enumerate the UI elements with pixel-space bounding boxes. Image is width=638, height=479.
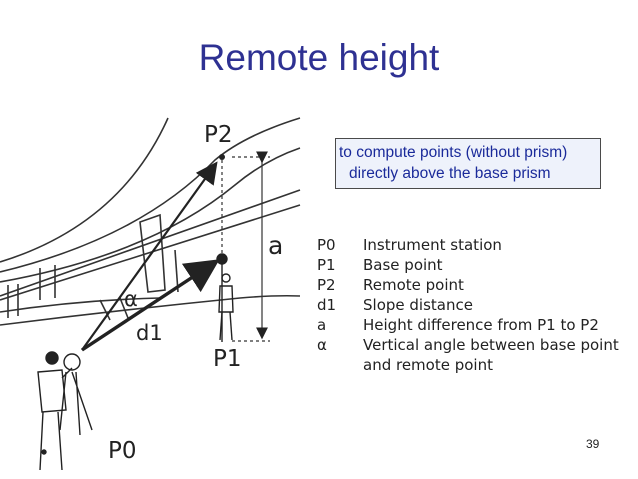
page-number: 39 — [586, 437, 600, 451]
label-a: a — [268, 231, 283, 260]
line-to-p1 — [81, 259, 220, 352]
label-p0: P0 — [108, 438, 137, 464]
label-p1: P1 — [213, 346, 242, 372]
p0-surveyor-icon — [37, 351, 93, 471]
legend-symbol: P1 — [317, 256, 336, 274]
legend-description: and remote point — [363, 356, 493, 374]
legend-description: Base point — [363, 256, 443, 274]
legend-description: Height difference from P1 to P2 — [363, 316, 599, 334]
slide-title: Remote height — [198, 37, 440, 78]
legend-symbol: a — [317, 316, 327, 334]
legend-description: Vertical angle between base point — [363, 336, 619, 354]
legend-symbol: d1 — [317, 296, 337, 314]
line-to-p2 — [81, 161, 218, 351]
point-p2-marker — [219, 154, 225, 160]
bridge-structure — [0, 117, 301, 326]
legend-symbol: α — [317, 336, 327, 354]
legend-description: Instrument station — [363, 236, 502, 254]
label-p2: P2 — [204, 122, 233, 148]
legend-description: Remote point — [363, 276, 464, 294]
label-d1: d1 — [136, 321, 163, 345]
legend-symbol: P2 — [317, 276, 336, 294]
sight-lines — [81, 161, 220, 352]
legend-description: Slope distance — [363, 296, 473, 314]
p1-person-icon — [216, 253, 234, 342]
legend-symbol: P0 — [317, 236, 336, 254]
guide-lines — [221, 151, 270, 342]
callout-line-2: directly above the base prism — [349, 165, 551, 182]
label-alpha: α — [124, 287, 138, 311]
description-callout: to compute points (without prism) direct… — [335, 138, 601, 189]
callout-line-1: to compute points (without prism) — [339, 144, 568, 161]
